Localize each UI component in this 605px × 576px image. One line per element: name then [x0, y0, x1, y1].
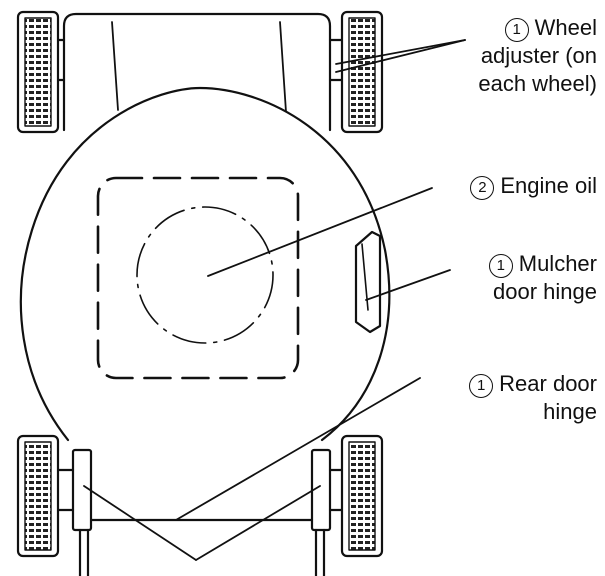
- leader-mulcher: [365, 269, 451, 301]
- engine-outline: [96, 176, 300, 380]
- mower-deck: [19, 86, 391, 442]
- front-right-wheel: [340, 10, 384, 134]
- front-plate-recess: [111, 21, 287, 113]
- callout-number: 2: [470, 176, 495, 200]
- oil-fill-outline: [136, 206, 274, 344]
- mulcher-hinge: [354, 230, 382, 334]
- leader-rear-door: [175, 377, 421, 521]
- leader-wheel-2: [335, 39, 466, 65]
- leader-hinge-right: [195, 485, 321, 561]
- rear-right-wheel: [340, 434, 384, 558]
- rear-right-handle: [310, 448, 332, 576]
- callout-number: 1: [469, 374, 494, 398]
- front-plate: [62, 12, 332, 114]
- rear-left-handle: [71, 448, 93, 576]
- leader-wheel: [335, 39, 466, 73]
- leader-oil: [207, 187, 433, 277]
- rear-left-wheel: [16, 434, 60, 558]
- front-left-wheel: [16, 10, 60, 134]
- leader-hinge-left: [83, 485, 197, 561]
- callout-number: 1: [504, 18, 529, 42]
- callout-number: 1: [488, 254, 513, 278]
